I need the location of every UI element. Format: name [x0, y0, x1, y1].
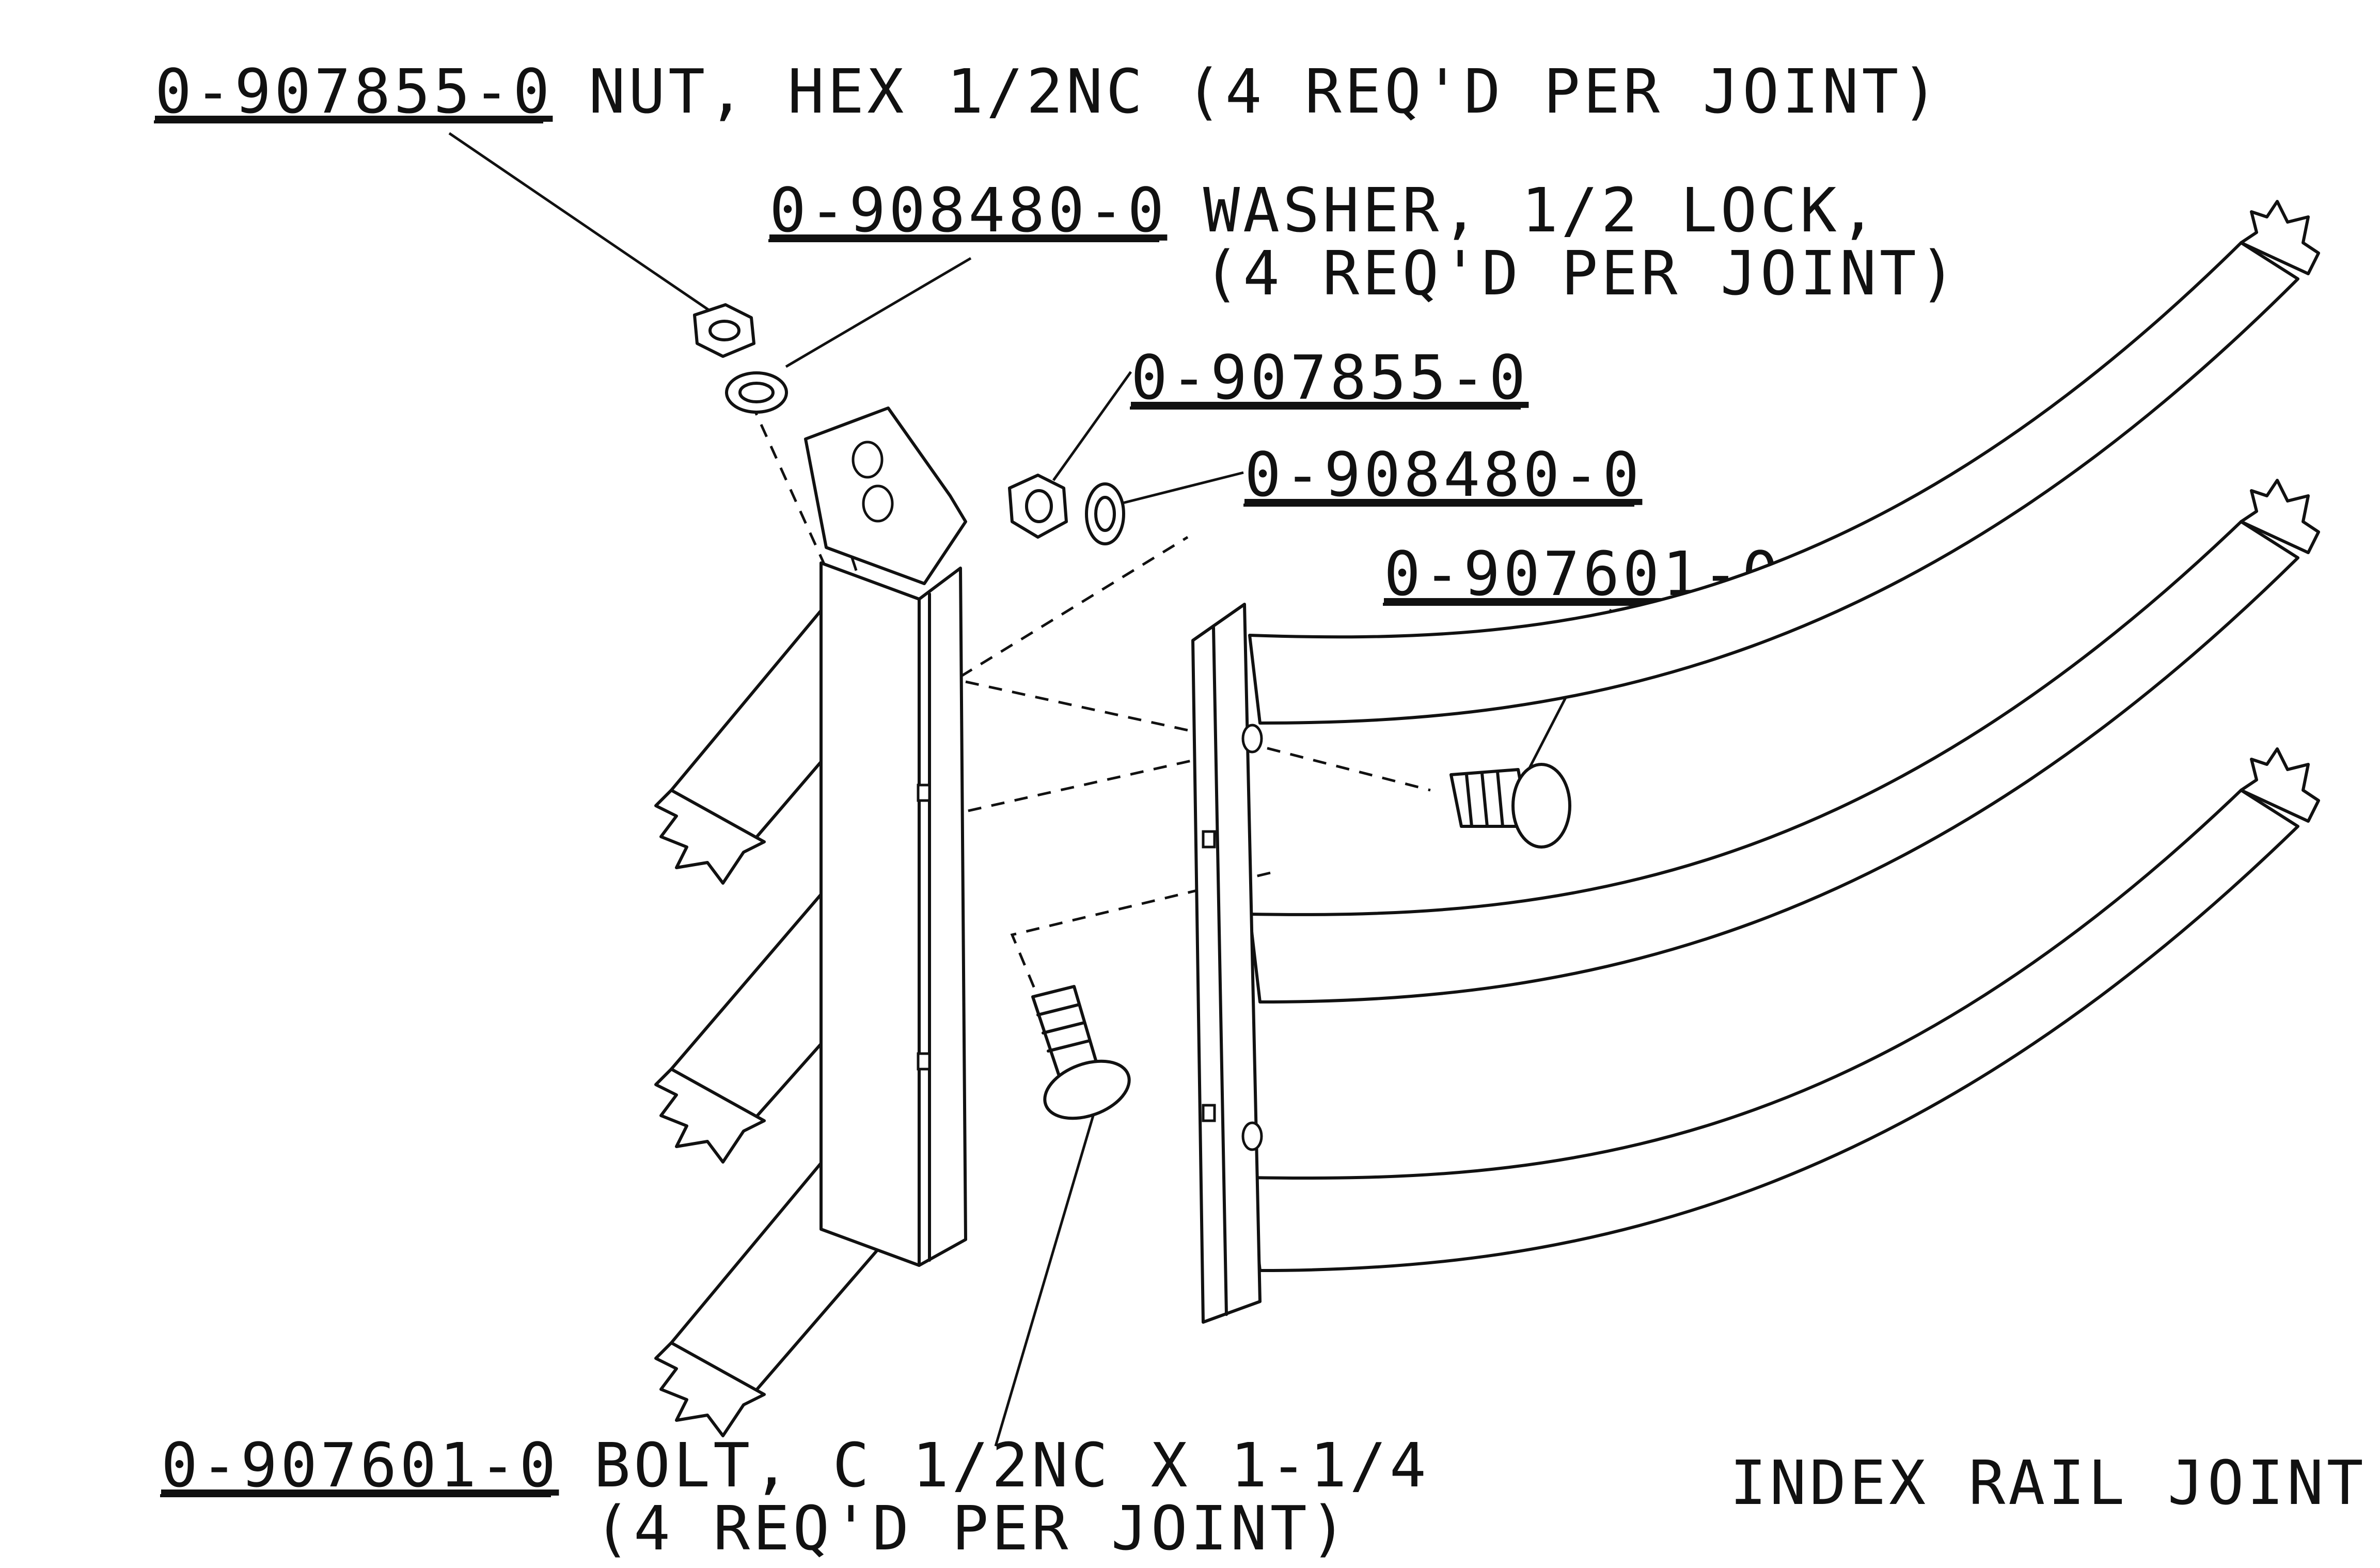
lock-washer-mid	[1085, 482, 1125, 545]
post-slot-lower	[917, 1052, 931, 1071]
rail-tube-middle	[1248, 520, 2299, 1003]
rail-plate-hole-upper	[1241, 724, 1263, 754]
description-washer-top-line2: (4 REQ'D PER JOINT)	[1203, 238, 1959, 309]
leader-bolt-bottom	[994, 1110, 1096, 1447]
post-slot-upper	[917, 783, 931, 802]
lock-washer-top	[725, 371, 788, 414]
callout-nut-mid: 0-907855-0	[1131, 342, 1528, 413]
description-nut-top: NUT, HEX 1/2NC (4 REQ'D PER JOINT)	[589, 56, 1941, 127]
hex-nut-mid	[1008, 474, 1068, 539]
leader-nut-top	[448, 132, 719, 318]
description-washer-top: WASHER, 1/2 LOCK,	[1203, 175, 1880, 246]
carriage-bolt-bottom	[1031, 985, 1131, 1120]
flange-hole-lower	[862, 484, 894, 523]
callout-washer-top: 0-908480-0 WASHER, 1/2 LOCK, (4 REQ'D PE…	[769, 175, 1959, 309]
dash-lower-connector	[944, 757, 1205, 848]
part-number-washer-top: 0-908480-0	[769, 175, 1167, 246]
flange-hole-upper	[852, 441, 884, 479]
left-post-body	[819, 561, 967, 1267]
dash-mid-nut-axis	[959, 536, 1189, 678]
hex-nut-top	[693, 303, 755, 358]
part-number-bolt-bottom: 0-907601-0	[161, 1430, 559, 1501]
callout-nut-top: 0-907855-0 NUT, HEX 1/2NC (4 REQ'D PER J…	[155, 56, 1941, 127]
right-rail-assembly	[1191, 200, 2320, 1324]
leader-washer-top	[785, 257, 972, 368]
callout-bolt-bottom: 0-907601-0 BOLT, C 1/2NC X 1-1/4 (4 REQ'…	[161, 1430, 1429, 1564]
drawing-title: INDEX RAIL JOINT	[1730, 1447, 2367, 1518]
part-number-underlines	[154, 120, 1774, 1497]
rail-tube-bottom	[1248, 789, 2299, 1272]
rail-plate-slot-lower	[1202, 1104, 1216, 1122]
part-number-nut-top: 0-907855-0	[155, 56, 553, 127]
part-number-washer-mid: 0-908480-0	[1244, 439, 1642, 510]
description-bolt-bottom: BOLT, C 1/2NC X 1-1/4	[594, 1430, 1429, 1501]
callout-washer-mid: 0-908480-0	[1244, 439, 1642, 510]
dash-bottom-bolt-axis	[1010, 871, 1271, 997]
leader-nut-mid	[1052, 371, 1132, 481]
rail-plate-hole-lower	[1241, 1121, 1263, 1151]
rail-end-plate	[1191, 603, 1262, 1324]
part-number-nut-mid: 0-907855-0	[1131, 342, 1528, 413]
leader-lines	[448, 132, 1613, 1447]
left-post-assembly	[654, 406, 967, 1437]
rail-tube-top	[1248, 241, 2299, 725]
leader-washer-mid	[1120, 471, 1244, 505]
carriage-bolt-right	[1449, 763, 1571, 849]
description-bolt-bottom-line2: (4 REQ'D PER JOINT)	[594, 1493, 1350, 1564]
rail-plate-slot-upper	[1202, 830, 1216, 849]
